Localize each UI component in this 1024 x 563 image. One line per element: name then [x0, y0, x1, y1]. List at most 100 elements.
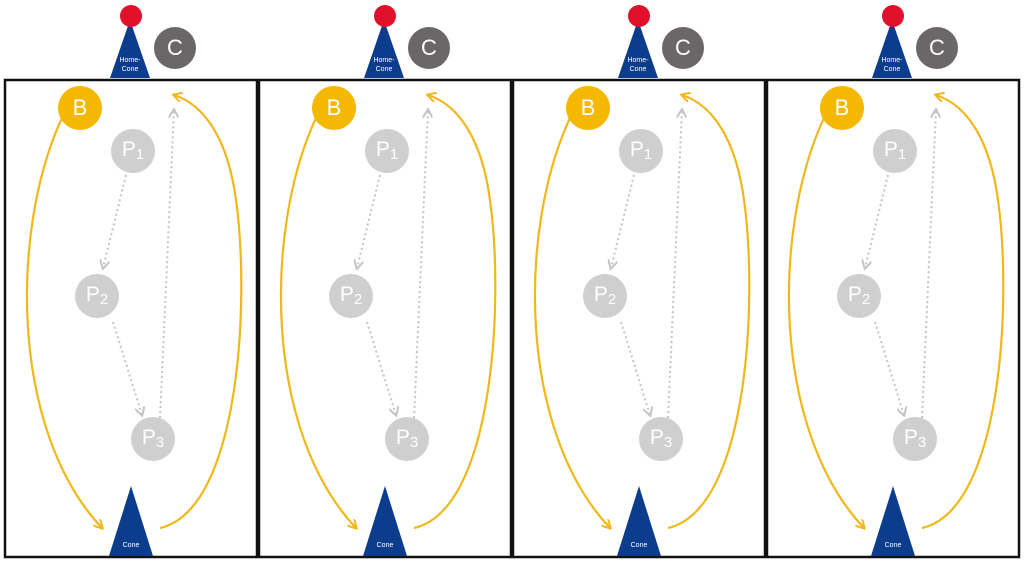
coach-label: C	[675, 35, 691, 60]
ball-return-arrow	[413, 95, 497, 530]
player-letter: P	[339, 283, 354, 306]
player-2-label: P2	[582, 280, 628, 310]
pass-arrow-p1-p2	[357, 174, 381, 268]
player-letter: P	[85, 283, 100, 306]
player-1-circle	[365, 129, 409, 173]
coach-circle	[154, 27, 196, 69]
ball-return-arrow	[159, 95, 243, 530]
cone-icon	[363, 486, 407, 556]
ball-run-arrow	[279, 117, 356, 528]
field-border	[511, 78, 767, 559]
pass-arrow-p2-p3	[366, 321, 396, 415]
pass-arrow-p1-p2	[865, 174, 889, 268]
ball-player-circle	[312, 86, 356, 130]
home-cone-label-line2: Cone	[375, 66, 393, 73]
player-number: 1	[897, 146, 907, 163]
home-cone-icon	[364, 20, 404, 78]
player-1-label: P1	[618, 135, 664, 165]
cone-label: Cone	[884, 542, 902, 549]
field-border	[3, 78, 259, 559]
ball-player-label: B	[326, 95, 342, 120]
home-cone-label: Home-Cone	[618, 56, 658, 74]
home-cone-icon	[618, 20, 658, 78]
player-2-circle	[75, 274, 119, 318]
player-letter: P	[375, 138, 390, 161]
coach-circle	[662, 27, 704, 69]
player-number: 1	[643, 146, 653, 163]
player-letter: P	[141, 426, 156, 449]
player-2-label: P2	[74, 280, 120, 310]
pass-arrow-p1-p2	[103, 174, 127, 268]
player-2-label: P2	[328, 280, 374, 310]
home-cone-label-line1: Home-	[881, 57, 903, 64]
player-3-label: P3	[384, 423, 430, 453]
ball-player-circle	[820, 86, 864, 130]
cone-icon	[109, 486, 153, 556]
cone-label: Cone	[376, 542, 394, 549]
home-cone-icon	[110, 20, 150, 78]
home-marker-icon	[628, 5, 650, 27]
field-border	[765, 78, 1021, 559]
ball-run-arrow	[25, 117, 102, 528]
cone-icon	[871, 486, 915, 556]
player-3-circle	[131, 417, 175, 461]
pass-arrow-p1-p2	[611, 174, 635, 268]
player-number: 3	[663, 434, 673, 451]
ball-player-label: B	[72, 95, 88, 120]
home-cone-label: Home- Cone	[364, 56, 404, 74]
player-1-circle	[619, 129, 663, 173]
field-border	[257, 78, 513, 559]
pass-arrow-p3-top	[413, 110, 428, 419]
player-letter: P	[395, 426, 410, 449]
panel-drawing	[257, 5, 513, 559]
player-number: 2	[99, 291, 109, 308]
player-3-circle	[639, 417, 683, 461]
player-letter: P	[593, 283, 608, 306]
player-letter: P	[121, 138, 136, 161]
player-number: 3	[155, 434, 165, 451]
player-number: 2	[861, 291, 871, 308]
ball-run-arrow	[787, 117, 864, 528]
ball-player-label: B	[834, 95, 850, 120]
player-3-label: P3	[638, 423, 684, 453]
player-1-label: P1	[110, 135, 156, 165]
home-cone-label-line2: Cone	[121, 66, 139, 73]
player-letter: P	[903, 426, 918, 449]
cone-label: Cone	[630, 542, 648, 549]
player-2-circle	[329, 274, 373, 318]
player-letter: P	[649, 426, 664, 449]
ball-player-circle	[566, 86, 610, 130]
home-cone-label-line2: Cone	[883, 66, 901, 73]
cone-label: Cone	[122, 542, 140, 549]
pass-arrow-p3-top	[667, 110, 682, 419]
ball-return-arrow	[667, 95, 751, 530]
panel-drawing	[511, 5, 767, 559]
home-marker-icon	[882, 5, 904, 27]
player-3-circle	[385, 417, 429, 461]
home-cone-icon	[872, 20, 912, 78]
pass-arrow-p2-p3	[874, 321, 904, 415]
coach-label: C	[167, 35, 183, 60]
player-1-label: P1	[364, 135, 410, 165]
player-number: 2	[353, 291, 363, 308]
ball-player-circle	[58, 86, 102, 130]
home-marker-icon	[120, 5, 142, 27]
player-number: 1	[135, 146, 145, 163]
player-3-label: P3	[892, 423, 938, 453]
player-1-circle	[873, 129, 917, 173]
coach-circle	[916, 27, 958, 69]
panel-drawing	[3, 5, 259, 559]
player-3-circle	[893, 417, 937, 461]
player-letter: P	[883, 138, 898, 161]
home-cone-label-line1: Home-	[373, 57, 395, 64]
home-cone-label: Home- Cone	[872, 56, 912, 74]
player-2-circle	[583, 274, 627, 318]
cone-icon	[617, 486, 661, 556]
pass-arrow-p3-top	[921, 110, 936, 419]
home-cone-label-line1: Home-	[119, 57, 141, 64]
home-cone-label-line2: Cone	[629, 66, 647, 73]
